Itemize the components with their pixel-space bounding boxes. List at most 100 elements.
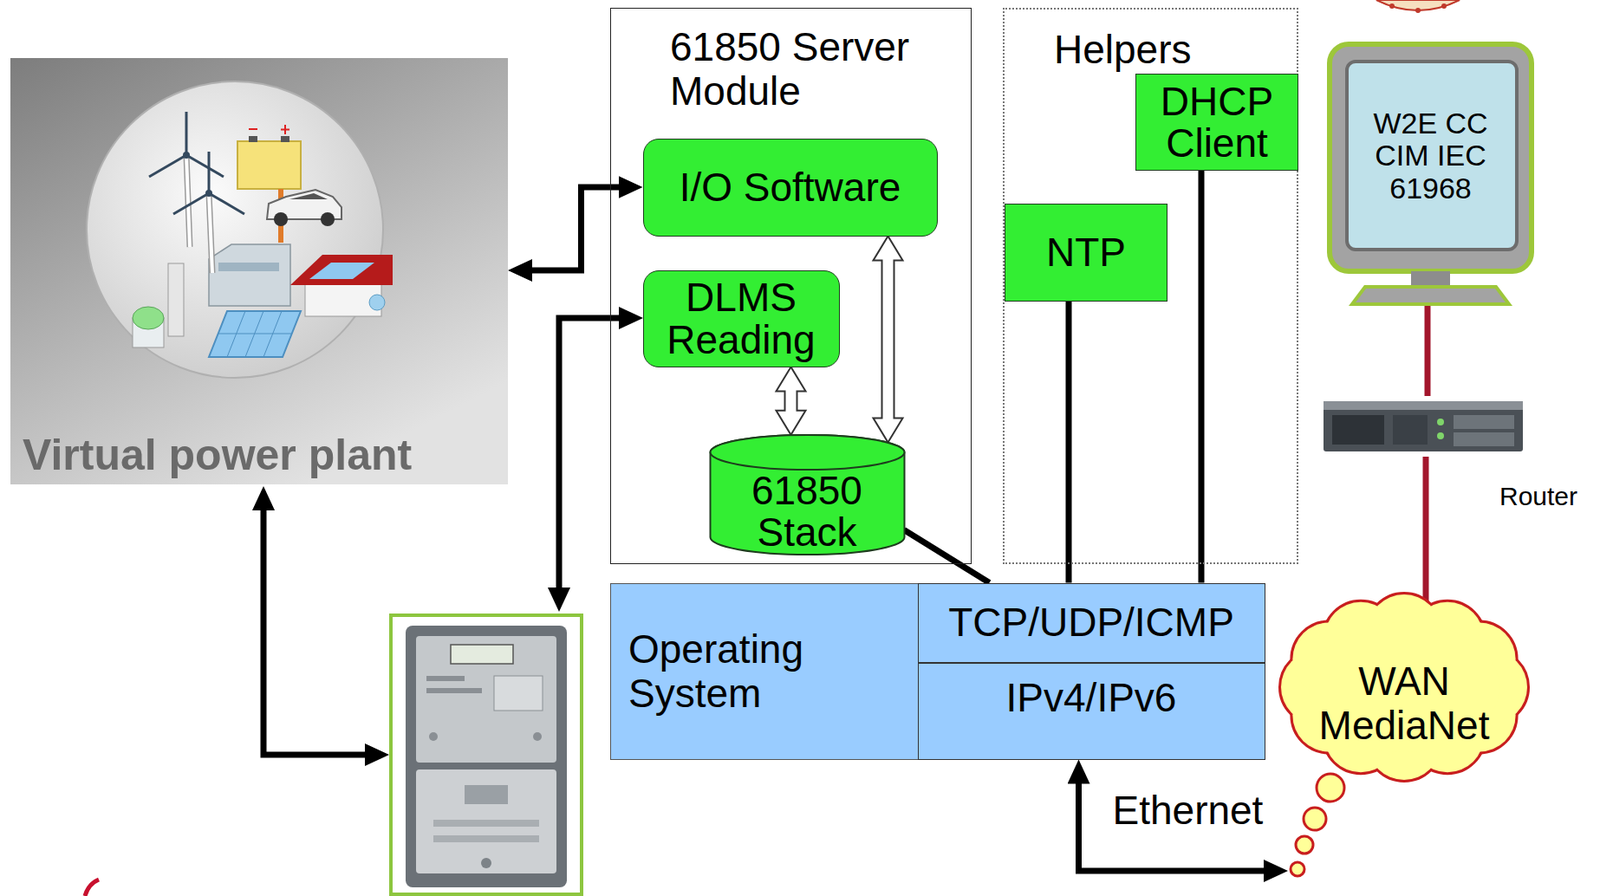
helpers-box: HelpersDHCP ClientNTP	[1002, 7, 1299, 565]
internal-link	[873, 236, 904, 443]
node-label: Virtual power plant	[22, 431, 412, 480]
meter-link	[263, 498, 378, 755]
wind-turbines	[149, 111, 245, 274]
meter-illustration-part	[416, 636, 557, 763]
plant-illustration	[10, 58, 508, 485]
router-illustration-part	[1323, 401, 1523, 452]
ethernet-link	[1079, 772, 1277, 872]
cloud-bubbles-part	[1295, 836, 1314, 854]
plant-panel: Virtual power plant	[10, 58, 508, 485]
house	[290, 254, 393, 317]
meter-illustration-part	[533, 732, 542, 742]
meter-illustration-part	[426, 688, 482, 694]
meter-illustration-part	[450, 644, 514, 664]
protocol-box: TCP/UDP/ICMP	[917, 583, 1266, 664]
protocol-box: IPv4/IPv6	[917, 663, 1266, 761]
cloud-bubbles-part	[1303, 807, 1327, 831]
meter-illustration-part	[429, 732, 438, 742]
software-box: I/O Software	[643, 138, 938, 237]
monitor-node: W2E CC CIM IEC 61968	[1326, 40, 1535, 306]
electric-car-part	[320, 212, 335, 227]
monitor-illustration-part	[1411, 271, 1451, 287]
house-part	[369, 294, 385, 311]
node-label: DHCP Client	[1136, 80, 1298, 165]
meter-illustration-part	[481, 858, 492, 869]
battery-part	[237, 141, 301, 189]
monitor-illustration-part	[1329, 44, 1532, 272]
edge-label: Ethernet	[1109, 788, 1268, 833]
router-illustration-part	[1392, 415, 1428, 445]
router-illustration-part	[1323, 401, 1523, 410]
internal-link	[776, 367, 807, 436]
electric-car-part	[273, 212, 288, 227]
edge-label-holder: Ethernet	[1109, 788, 1268, 833]
solar-panel-part	[218, 311, 293, 358]
wind-turbines-part	[149, 111, 224, 177]
router-illustration-part	[1437, 418, 1444, 426]
node-label: DLMS Reading	[643, 276, 840, 361]
network-link	[1424, 305, 1431, 397]
logo-fragment-part	[1441, 3, 1447, 9]
client-box: DHCP Client	[1135, 73, 1299, 171]
service-box: NTP	[1004, 203, 1168, 302]
router-illustration-part	[1437, 432, 1444, 440]
socket-link	[904, 530, 990, 584]
wind-turbines-part	[173, 151, 245, 215]
house-part	[309, 262, 375, 280]
plant-illustration-part	[86, 81, 384, 378]
meter-illustration-part	[433, 835, 540, 843]
cloud-bubbles	[1290, 773, 1345, 877]
reading-box: DLMS Reading	[643, 270, 840, 368]
data-link	[520, 187, 631, 271]
router-illustration-part	[1332, 415, 1385, 445]
logo-fragment	[1376, 0, 1460, 14]
cloud-bubbles-part	[1316, 773, 1345, 802]
cloud-bubbles-part	[1290, 862, 1305, 877]
node-label: IPv4/IPv6	[1006, 676, 1178, 721]
factory-building-part	[218, 262, 280, 272]
battery	[237, 124, 301, 189]
node-label: W2E CC CIM IEC 61968	[1357, 107, 1505, 205]
node-label: TCP/UDP/ICMP	[948, 600, 1235, 645]
house-part	[290, 254, 393, 286]
solar-panel-part	[208, 311, 301, 358]
meter-illustration-part	[405, 625, 567, 888]
battery-part	[280, 136, 290, 143]
router-illustration-part	[1453, 415, 1515, 430]
wind-turbines-part	[205, 189, 213, 197]
biogas-tanks	[132, 263, 184, 348]
router-node: Router	[1323, 396, 1523, 457]
node-label: I/O Software	[679, 165, 902, 210]
socket-link	[1066, 301, 1073, 584]
solar-panel	[208, 311, 301, 358]
socket-link	[1198, 170, 1205, 584]
cloud-fill	[1281, 594, 1528, 781]
node-label: 61850 Stack	[708, 469, 906, 554]
os-band: Operating SystemTCP/UDP/ICMPIPv4/IPv6	[610, 583, 1266, 761]
meter-illustration-part	[390, 615, 582, 895]
cloud-outline	[1281, 594, 1528, 781]
meter-illustration-part	[426, 676, 465, 682]
meter-illustration-part	[494, 676, 543, 711]
node-label: Helpers	[1053, 27, 1192, 72]
network-link	[1423, 456, 1430, 606]
corner-mark	[84, 879, 99, 896]
meter-illustration-part	[433, 819, 540, 827]
cloud-fill-part	[1308, 622, 1500, 753]
factory-building-part	[208, 244, 291, 306]
factory-building	[208, 244, 291, 306]
router-illustration-part	[1453, 432, 1515, 447]
meter-link	[559, 318, 631, 600]
node-label: Router	[1499, 481, 1578, 511]
logo-fragment-part	[1415, 7, 1421, 14]
biogas-tanks-part	[132, 306, 164, 330]
stack-cylinder: 61850 Stack	[708, 433, 906, 557]
router-illustration	[1323, 396, 1523, 457]
logo-fragment-part	[1389, 3, 1395, 9]
battery-part	[248, 136, 258, 143]
electric-car-part	[289, 193, 328, 200]
meter-illustration-part	[416, 769, 557, 874]
monitor-illustration-part	[1352, 286, 1509, 305]
plant-illustration-part	[10, 58, 508, 485]
